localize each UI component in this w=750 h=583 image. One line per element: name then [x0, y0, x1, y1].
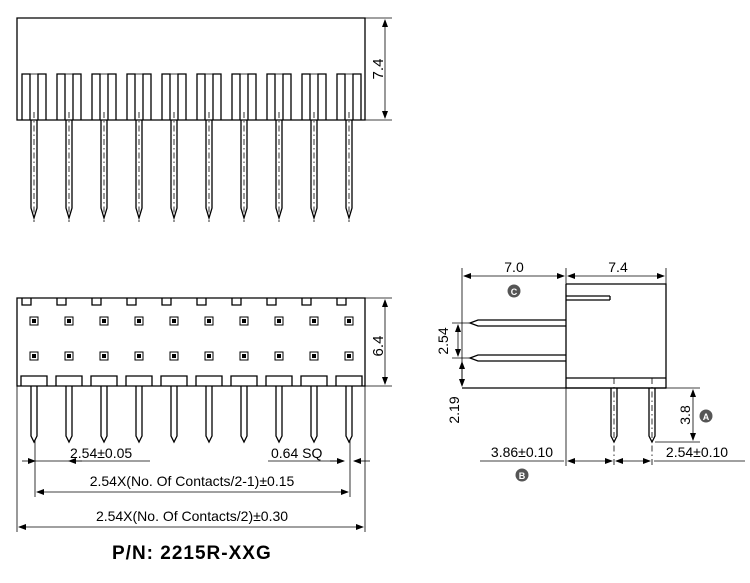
bottom-pins: [20, 375, 363, 444]
front-pin: [170, 120, 178, 221]
front-pin: [65, 120, 73, 221]
bottom-base-notch: [55, 375, 83, 386]
front-height-label: 7.4: [370, 59, 387, 80]
bottom-pin: [275, 386, 283, 444]
contact-hole-core: [242, 354, 246, 358]
bottom-notch: [91, 298, 102, 306]
bottom-notch: [126, 298, 137, 306]
bottom-pin: [240, 386, 248, 444]
contact-hole-core: [242, 319, 246, 323]
bottom-base-notch: [230, 375, 258, 386]
bottom-base-notch: [265, 375, 293, 386]
front-view: 7.4: [16, 17, 392, 222]
bottom-notch: [336, 298, 347, 306]
side-pin-lower: [468, 354, 566, 362]
bottom-notch: [196, 298, 207, 306]
contact-hole-core: [102, 354, 106, 358]
bottom-base-notch: [300, 375, 328, 386]
contact-hole-core: [347, 354, 351, 358]
part-number: P/N: 2215R-XXG: [112, 543, 272, 564]
bottom-notch: [56, 298, 67, 306]
bottom-notch: [266, 298, 277, 306]
offset-label: 2.19: [446, 396, 462, 423]
contact-hole-core: [207, 354, 211, 358]
pitch-label: 2.54±0.05: [70, 445, 132, 461]
contact-hole-core: [32, 354, 36, 358]
bottom-base-notch: [90, 375, 118, 386]
contact-hole-core: [172, 354, 176, 358]
row-pitch-label: 2.54: [435, 327, 451, 354]
bottom-base-notch: [125, 375, 153, 386]
front-housing-outline: [16, 17, 366, 121]
pin-size-label: 0.64 SQ: [271, 445, 322, 461]
contact-hole-core: [32, 319, 36, 323]
side-width-b-label: 7.4: [608, 259, 628, 275]
front-pin: [30, 120, 38, 221]
bottom-notch: [301, 298, 312, 306]
bottom-pin: [345, 386, 353, 444]
contact-hole-core: [137, 354, 141, 358]
contact-hole-core: [207, 319, 211, 323]
datum-a-marker: [699, 409, 713, 423]
datum-c-label: C: [511, 287, 518, 297]
front-pin: [100, 120, 108, 221]
bottom-pin: [65, 386, 73, 444]
bottom-notch: [161, 298, 172, 306]
bottom-pin: [30, 386, 38, 444]
bottom-height-label: 6.4: [370, 336, 387, 357]
bottom-view: 6.4 2.54±0.05 0.64 SQ 2.54X(No. Of Conta…: [16, 297, 392, 532]
bottom-pin: [135, 386, 143, 444]
contact-hole-core: [312, 319, 316, 323]
bottom-base-notch: [335, 375, 363, 386]
contact-hole-core: [277, 319, 281, 323]
bottom-notch: [231, 298, 242, 306]
side-pin-upper: [468, 319, 566, 327]
front-pin: [275, 120, 283, 221]
contact-hole-core: [277, 354, 281, 358]
contact-hole-core: [172, 319, 176, 323]
front-pin: [310, 120, 318, 221]
contact-hole-core: [67, 354, 71, 358]
bottom-pin: [170, 386, 178, 444]
front-pins: [30, 112, 353, 222]
hole-pitch-label: 2.54±0.10: [666, 444, 728, 460]
hole-offset-label: 3.86±0.10: [491, 444, 553, 460]
bottom-housing-outline: [16, 297, 366, 387]
front-housing-notches: [21, 73, 362, 120]
front-pin: [135, 120, 143, 221]
side-width-a-label: 7.0: [504, 259, 524, 275]
pin-height-label: 3.8: [677, 405, 693, 425]
bottom-base-notch: [160, 375, 188, 386]
row-span-label: 2.54X(No. Of Contacts/2-1)±0.15: [90, 473, 295, 489]
contact-hole-core: [102, 319, 106, 323]
bottom-pin: [205, 386, 213, 444]
datum-a-label: A: [703, 412, 710, 422]
front-pin: [205, 120, 213, 221]
contact-hole-core: [67, 319, 71, 323]
datum-b-marker: [515, 468, 529, 482]
contact-hole-core: [312, 354, 316, 358]
datum-b-label: B: [519, 471, 526, 481]
bottom-base-notch: [195, 375, 223, 386]
side-view: 7.0 7.4 C 2.54 2.19 3.8 A 3.86±0.10 2.54…: [435, 259, 745, 482]
datum-c-marker: [507, 284, 521, 298]
bottom-top-notches: [21, 298, 347, 306]
bottom-notch: [21, 298, 32, 306]
contact-holes: [29, 316, 354, 361]
front-pin: [240, 120, 248, 221]
contact-hole-core: [347, 319, 351, 323]
overall-length-label: 2.54X(No. Of Contacts/2)±0.30: [96, 508, 288, 524]
contact-hole-core: [137, 319, 141, 323]
bottom-base-notch: [20, 375, 48, 386]
bottom-pin: [100, 386, 108, 444]
bottom-pin: [310, 386, 318, 444]
front-pin: [345, 120, 353, 221]
